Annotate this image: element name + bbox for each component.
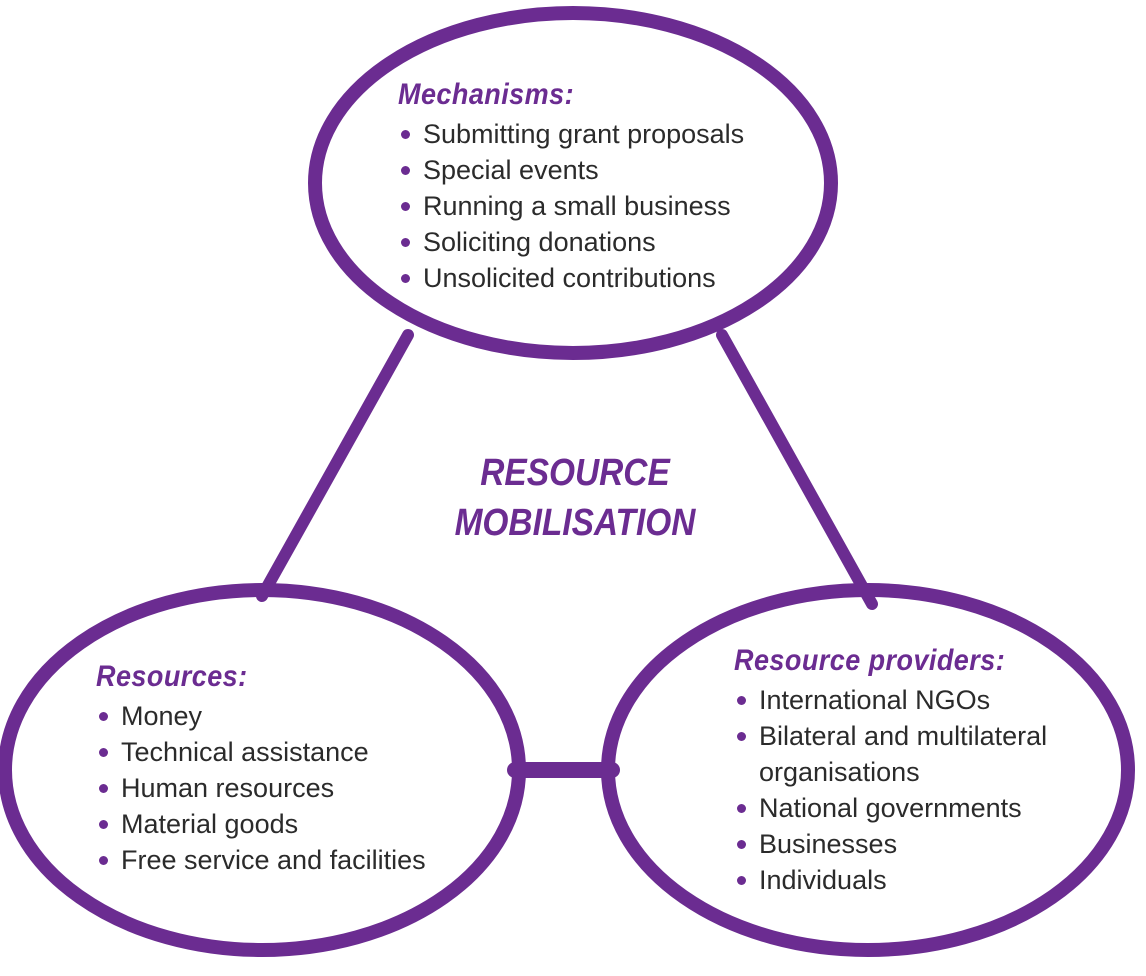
providers-node: Resource providers: International NGOs B… (734, 644, 1047, 898)
bullet-icon (401, 166, 410, 175)
resources-ellipse (0, 583, 526, 957)
list-item-text: organisations (759, 757, 920, 787)
bullet-icon (99, 784, 108, 793)
mechanisms-list: Submitting grant proposals Special event… (398, 116, 744, 296)
providers-title: Resource providers: (734, 644, 1006, 677)
bullet-icon (737, 732, 746, 741)
bullet-icon (401, 238, 410, 247)
list-item: Soliciting donations (398, 224, 744, 260)
connector-mechanisms-providers (716, 329, 878, 610)
bullet-icon (737, 840, 746, 849)
mechanisms-title: Mechanisms: (398, 78, 575, 111)
list-item: Individuals (734, 862, 1047, 898)
list-item-text: Money (121, 701, 203, 731)
bullet-icon (737, 876, 746, 885)
list-item-text: Technical assistance (121, 737, 369, 767)
center-title: RESOURCE MOBILISATION (421, 448, 729, 548)
resources-title: Resources: (96, 660, 248, 693)
bullet-icon (401, 130, 410, 139)
list-item-text: Unsolicited contributions (423, 263, 716, 293)
providers-ellipse (601, 583, 1135, 957)
bullet-icon (737, 696, 746, 705)
bullet-icon (99, 856, 108, 865)
list-item-text: International NGOs (759, 685, 991, 715)
center-title-line2: MOBILISATION (454, 502, 696, 544)
list-item: International NGOs (734, 682, 1047, 718)
list-item: Technical assistance (96, 734, 426, 770)
bullet-icon (401, 274, 410, 283)
center-title-line1: RESOURCE (480, 452, 670, 494)
list-item-continuation: organisations (734, 754, 1047, 790)
resources-node: Resources: Money Technical assistance Hu… (96, 660, 426, 878)
connector-mechanisms-resources (256, 329, 414, 602)
list-item: Free service and facilities (96, 842, 426, 878)
list-item: Special events (398, 152, 744, 188)
bullet-icon (99, 712, 108, 721)
bullet-icon (99, 748, 108, 757)
list-item-text: Material goods (121, 809, 299, 839)
list-item-text: Human resources (121, 773, 335, 803)
list-item: Human resources (96, 770, 426, 806)
mechanisms-ellipse (308, 6, 838, 360)
list-item: Unsolicited contributions (398, 260, 744, 296)
list-item-text: Soliciting donations (423, 227, 656, 257)
list-item-text: National governments (759, 793, 1022, 823)
mechanisms-node: Mechanisms: Submitting grant proposals S… (398, 78, 744, 296)
resources-list: Money Technical assistance Human resourc… (96, 698, 426, 878)
list-item: Money (96, 698, 426, 734)
bullet-icon (99, 820, 108, 829)
list-item: Bilateral and multilateral (734, 718, 1047, 754)
list-item-text: Bilateral and multilateral (759, 721, 1048, 751)
list-item: Material goods (96, 806, 426, 842)
list-item-text: Individuals (759, 865, 887, 895)
list-item: National governments (734, 790, 1047, 826)
bullet-icon (401, 202, 410, 211)
list-item-text: Running a small business (423, 191, 731, 221)
list-item-text: Submitting grant proposals (423, 119, 745, 149)
list-item-text: Special events (423, 155, 599, 185)
list-item-text: Free service and facilities (121, 845, 426, 875)
bullet-icon (737, 804, 746, 813)
list-item: Submitting grant proposals (398, 116, 744, 152)
list-item-text: Businesses (759, 829, 898, 859)
list-item: Running a small business (398, 188, 744, 224)
list-item: Businesses (734, 826, 1047, 862)
providers-list: International NGOs Bilateral and multila… (734, 682, 1047, 898)
